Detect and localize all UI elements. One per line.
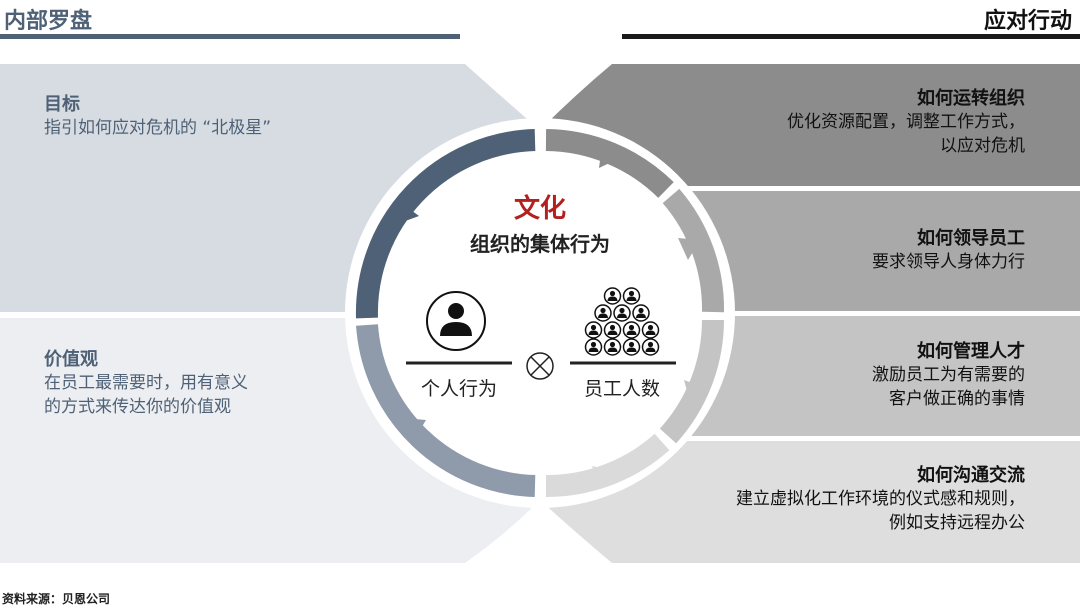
ring-arrow-5 <box>684 380 706 402</box>
ring-arc-left-bottom <box>356 324 536 497</box>
small-person-body <box>626 330 637 335</box>
goal-title: 目标 <box>44 94 80 115</box>
communicate-title: 如何沟通交流 <box>917 465 1025 486</box>
ring-arrow-2 <box>404 418 426 440</box>
ring-arrow-4 <box>678 238 700 260</box>
group-people-icon <box>584 287 660 356</box>
operate-title: 如何运转组织 <box>917 88 1025 109</box>
talent-desc-line-2: 客户做正确的事情 <box>889 389 1025 409</box>
values-desc-line-2: 的方式来传达你的价值观 <box>44 397 231 417</box>
small-person-body <box>607 347 618 352</box>
ring-arrow-3 <box>599 146 620 168</box>
communicate-desc-line-1: 建立虚拟化工作环境的仪式感和规则， <box>736 489 1025 509</box>
header-right-title: 应对行动 <box>983 9 1072 34</box>
multiply-stroke-b <box>530 356 550 376</box>
small-person-body <box>598 313 608 318</box>
small-person-body <box>626 347 637 352</box>
operate-desc-line-2: 以应对危机 <box>940 136 1025 156</box>
employee-count-label: 员工人数 <box>583 378 661 400</box>
ring-arc-right-2 <box>662 188 725 313</box>
culture-subtitle: 组织的集体行为 <box>470 232 610 256</box>
person-icon <box>426 291 486 351</box>
right-panel-communicate-text: 如何沟通交流 建立虚拟化工作环境的仪式感和规则， 例如支持远程办公 <box>736 461 1025 535</box>
header-left-rule <box>0 34 460 39</box>
small-person-head <box>638 307 644 314</box>
small-person-head <box>609 324 616 331</box>
small-person-head <box>609 341 616 348</box>
ring-arrow-1 <box>397 201 419 224</box>
lead-title: 如何领导员工 <box>917 228 1025 249</box>
source-note: 资料来源：贝恩公司 <box>2 592 111 606</box>
small-person-head <box>647 341 654 348</box>
small-person-head <box>628 324 635 331</box>
header-left-title: 内部罗盘 <box>4 9 93 34</box>
small-person-head <box>609 290 616 297</box>
small-person-body <box>645 347 656 352</box>
small-person-body <box>617 313 627 318</box>
individual-behavior-label: 个人行为 <box>420 378 498 400</box>
small-person-head <box>600 307 606 314</box>
values-title: 价值观 <box>44 349 98 370</box>
small-person-head <box>590 324 597 331</box>
small-person-head <box>647 324 654 331</box>
right-panel-talent-text: 如何管理人才 激励员工为有需要的 客户做正确的事情 <box>872 337 1025 411</box>
small-person-head <box>628 290 635 297</box>
small-person-body <box>588 347 599 352</box>
ring-arc-right-3 <box>659 319 724 444</box>
multiply-operator-icon <box>526 352 554 380</box>
left-panel-values-text: 价值观 在员工最需要时，用有意义 的方式来传达你的价值观 <box>44 345 248 419</box>
small-person-body <box>626 296 637 301</box>
right-panel-lead-text: 如何领导员工 要求领导人身体力行 <box>872 224 1025 274</box>
small-person-head <box>619 307 625 314</box>
small-person-body <box>588 330 599 335</box>
small-person-head <box>628 341 635 348</box>
culture-title: 文化 <box>513 194 567 224</box>
right-panel-operate <box>540 64 1080 186</box>
operate-desc-line-1: 优化资源配置，调整工作方式， <box>787 112 1025 132</box>
small-person-body <box>636 313 646 318</box>
ring-arrow-6 <box>592 466 612 488</box>
small-person-body <box>645 330 656 335</box>
left-panel-goal-text: 目标 指引如何应对危机的 “北极星” <box>44 90 271 140</box>
right-panel-communicate <box>540 441 1080 563</box>
ring-arc-left-top <box>355 129 536 319</box>
talent-title: 如何管理人才 <box>917 341 1025 362</box>
small-person-body <box>607 296 618 301</box>
values-desc-line-1: 在员工最需要时，用有意义 <box>44 373 248 393</box>
right-panel-operate-text: 如何运转组织 优化资源配置，调整工作方式， 以应对危机 <box>787 84 1025 158</box>
center-disc <box>345 118 735 508</box>
communicate-desc-line-2: 例如支持远程办公 <box>889 513 1025 533</box>
header-right-rule <box>622 34 1080 39</box>
lead-desc-line-1: 要求领导人身体力行 <box>872 252 1025 272</box>
small-person-body <box>607 330 618 335</box>
talent-desc-line-1: 激励员工为有需要的 <box>872 365 1025 385</box>
goal-desc-line-1: 指引如何应对危机的 “北极星” <box>44 118 272 138</box>
small-person-head <box>590 341 597 348</box>
